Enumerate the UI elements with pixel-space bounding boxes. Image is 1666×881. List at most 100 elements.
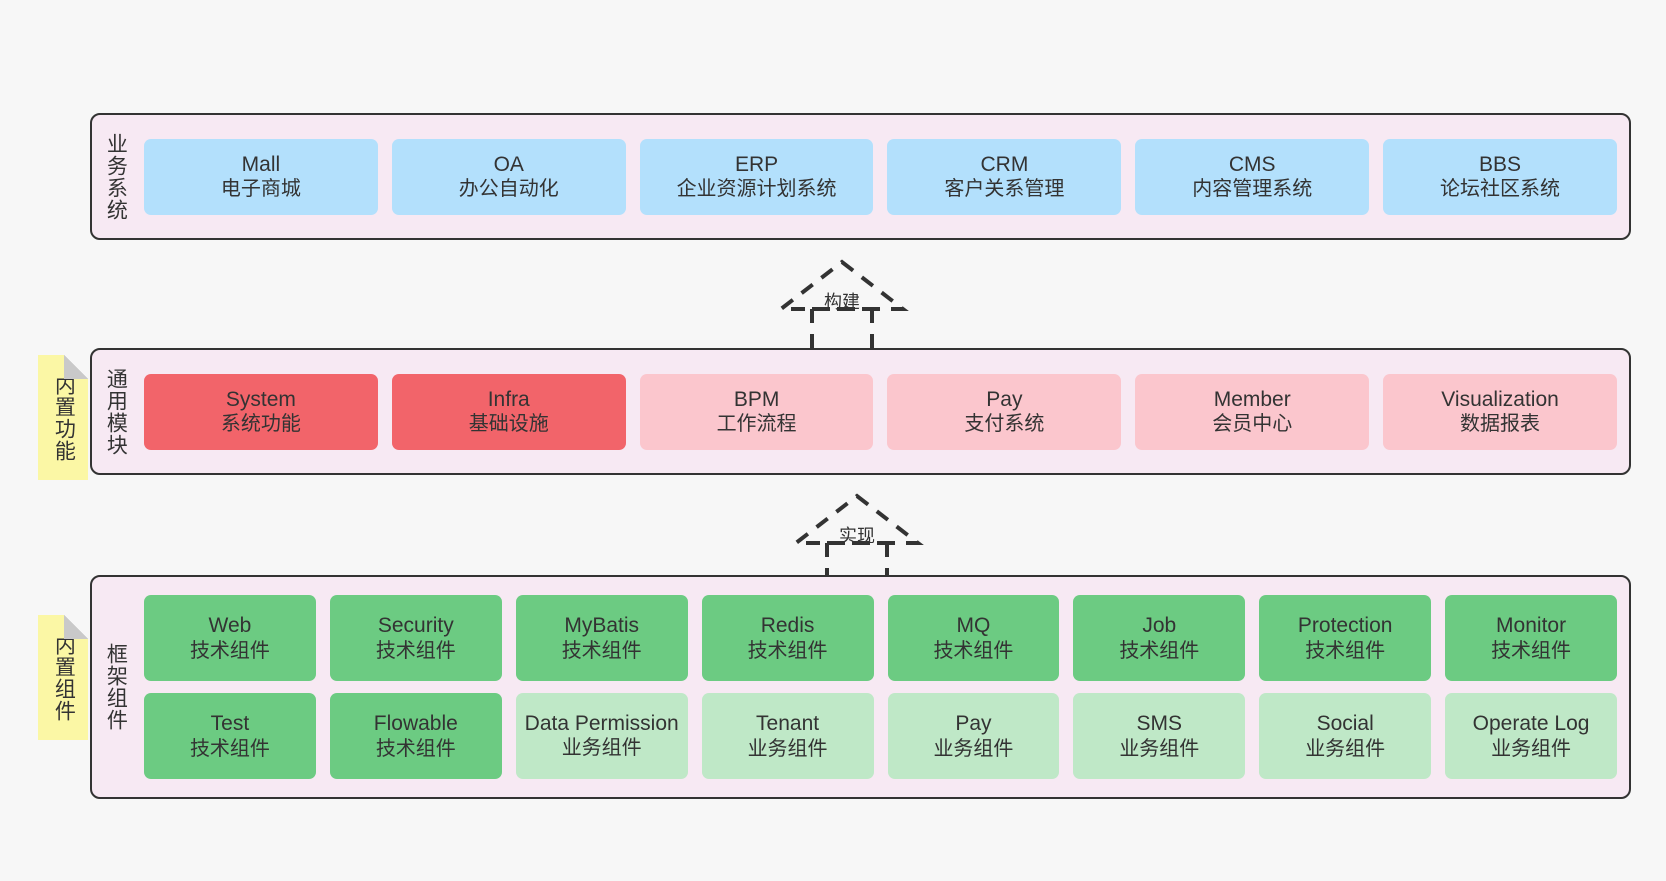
framework-business-row: Test 技术组件 Flowable 技术组件 Data Permission …: [144, 693, 1617, 779]
card-name: Flowable: [373, 712, 458, 735]
card-desc: 技术组件: [933, 639, 1014, 662]
framework-card-flowable[interactable]: Flowable 技术组件: [329, 693, 502, 779]
connector-build-label: 构建: [824, 292, 860, 312]
framework-card-mq[interactable]: MQ 技术组件: [887, 595, 1060, 681]
card-desc: 技术组件: [189, 639, 270, 662]
card-name: SMS: [1136, 712, 1183, 735]
card-desc: 技术组件: [189, 737, 270, 760]
card-desc: 客户关系管理: [944, 178, 1065, 201]
common-card-infra[interactable]: Infra 基础设施: [391, 373, 626, 450]
framework-card-security[interactable]: Security 技术组件: [329, 595, 502, 681]
card-desc: 业务组件: [933, 737, 1014, 760]
framework-tech-row: Web 技术组件 Security 技术组件 MyBatis 技术组件 Redi…: [144, 595, 1617, 681]
framework-card-protection[interactable]: Protection 技术组件: [1259, 595, 1432, 681]
card-name: Monitor: [1496, 614, 1567, 637]
card-desc: 电子商城: [220, 178, 301, 201]
card-desc: 论坛社区系统: [1440, 178, 1561, 201]
card-name: Pay: [986, 387, 1023, 411]
note-builtin-components-label: 内置组件: [52, 633, 76, 722]
framework-card-redis[interactable]: Redis 技术组件: [701, 595, 874, 681]
dashed-stem-icon: [825, 541, 889, 590]
card-desc: 内容管理系统: [1192, 178, 1313, 201]
card-name: ERP: [734, 152, 779, 176]
framework-card-monitor[interactable]: Monitor 技术组件: [1445, 595, 1617, 681]
card-desc: 工作流程: [716, 413, 797, 436]
card-desc: 技术组件: [1491, 639, 1572, 662]
card-desc: 基础设施: [468, 413, 549, 436]
card-name: Infra: [487, 387, 530, 411]
card-desc: 业务组件: [1305, 737, 1386, 760]
card-desc: 技术组件: [561, 639, 642, 662]
card-desc: 办公自动化: [458, 178, 559, 201]
framework-card-operate-log[interactable]: Operate Log 业务组件: [1445, 693, 1617, 779]
framework-card-mybatis[interactable]: MyBatis 技术组件: [515, 595, 688, 681]
card-name: Pay: [955, 712, 992, 735]
business-card-crm[interactable]: CRM 客户关系管理: [887, 138, 1122, 215]
common-card-system[interactable]: System 系统功能: [144, 373, 378, 450]
card-name: MyBatis: [564, 614, 640, 637]
note-builtin-components: 内置组件: [38, 615, 88, 740]
card-name: MQ: [956, 614, 991, 637]
card-name: Social: [1316, 712, 1374, 735]
framework-card-web[interactable]: Web 技术组件: [144, 595, 316, 681]
business-system-layer: 业务系统 Mall 电子商城 OA 办公自动化 ERP 企业资源计划系统 CRM…: [90, 113, 1631, 240]
card-name: BBS: [1479, 152, 1522, 176]
card-name: Test: [210, 712, 250, 735]
card-name: Visualization: [1441, 387, 1559, 411]
card-name: Data Permission: [524, 711, 679, 735]
framework-component-layer: 框架组件 Web 技术组件 Security 技术组件 MyBatis 技术组件…: [90, 575, 1631, 799]
card-desc: 技术组件: [375, 737, 456, 760]
card-desc: 技术组件: [1119, 639, 1200, 662]
business-card-mall[interactable]: Mall 电子商城: [144, 138, 378, 215]
card-desc: 会员中心: [1212, 413, 1293, 436]
connector-realize: 实现: [772, 490, 942, 590]
common-card-visualization[interactable]: Visualization 数据报表: [1383, 373, 1617, 450]
connector-build: 构建: [757, 256, 927, 356]
card-desc: 业务组件: [561, 736, 642, 759]
business-card-cms[interactable]: CMS 内容管理系统: [1135, 138, 1370, 215]
framework-card-test[interactable]: Test 技术组件: [144, 693, 316, 779]
framework-card-social[interactable]: Social 业务组件: [1259, 693, 1432, 779]
common-card-pay[interactable]: Pay 支付系统: [887, 373, 1122, 450]
card-desc: 业务组件: [747, 737, 828, 760]
business-card-oa[interactable]: OA 办公自动化: [391, 138, 626, 215]
card-name: OA: [493, 152, 524, 176]
framework-card-job[interactable]: Job 技术组件: [1073, 595, 1246, 681]
card-desc: 业务组件: [1119, 737, 1200, 760]
common-card-bpm[interactable]: BPM 工作流程: [639, 373, 874, 450]
dashed-stem-icon: [810, 307, 874, 356]
card-name: CMS: [1228, 152, 1276, 176]
card-desc: 技术组件: [1305, 639, 1386, 662]
card-desc: 业务组件: [1491, 737, 1572, 760]
card-name: Redis: [760, 614, 815, 637]
card-name: Member: [1213, 387, 1291, 411]
card-desc: 技术组件: [375, 639, 456, 662]
card-name: Security: [377, 614, 454, 637]
note-builtin-functions-label: 内置功能: [52, 373, 76, 462]
framework-card-data-permission[interactable]: Data Permission 业务组件: [515, 693, 688, 779]
framework-card-tenant[interactable]: Tenant 业务组件: [701, 693, 874, 779]
card-desc: 技术组件: [747, 639, 828, 662]
card-name: Protection: [1297, 614, 1393, 637]
business-card-erp[interactable]: ERP 企业资源计划系统: [639, 138, 874, 215]
common-layer-body: System 系统功能 Infra 基础设施 BPM 工作流程 Pay 支付系统…: [138, 350, 1629, 473]
framework-card-pay[interactable]: Pay 业务组件: [887, 693, 1060, 779]
note-builtin-functions: 内置功能: [38, 355, 88, 480]
common-module-layer: 通用模块 System 系统功能 Infra 基础设施 BPM 工作流程 Pay…: [90, 348, 1631, 475]
framework-layer-body: Web 技术组件 Security 技术组件 MyBatis 技术组件 Redi…: [138, 577, 1629, 797]
framework-card-sms[interactable]: SMS 业务组件: [1073, 693, 1246, 779]
card-name: Web: [208, 614, 252, 637]
common-card-member[interactable]: Member 会员中心: [1135, 373, 1370, 450]
card-desc: 支付系统: [964, 413, 1045, 436]
card-name: Mall: [241, 152, 281, 176]
card-desc: 数据报表: [1460, 413, 1541, 436]
framework-layer-title: 框架组件: [104, 643, 128, 731]
business-card-bbs[interactable]: BBS 论坛社区系统: [1383, 138, 1617, 215]
card-name: Operate Log: [1472, 712, 1590, 735]
business-layer-title: 业务系统: [104, 132, 128, 221]
card-name: Tenant: [756, 712, 820, 735]
card-name: BPM: [733, 387, 780, 411]
card-name: Job: [1142, 614, 1177, 637]
card-name: System: [225, 387, 296, 411]
